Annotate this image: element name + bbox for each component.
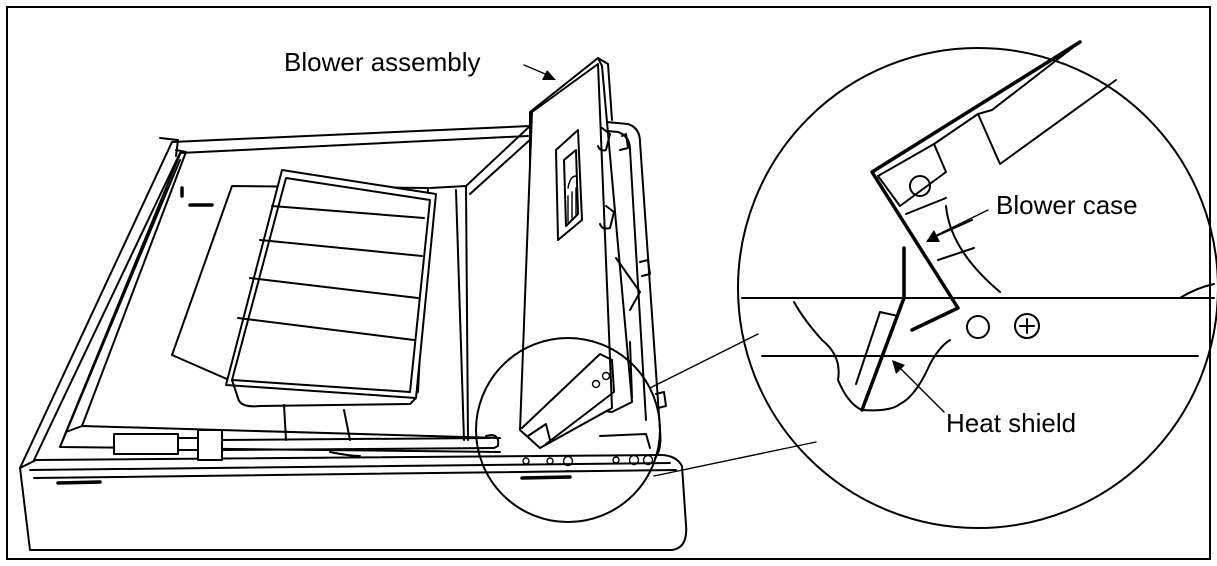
motor-rod — [113, 429, 500, 461]
zoom-detail — [737, 40, 1217, 529]
zoom-connector-lower — [653, 441, 817, 477]
zoom-circle — [737, 47, 1217, 529]
label-blower-assembly: Blower assembly — [284, 47, 481, 77]
filter-panel — [171, 169, 437, 441]
blower-assembly-part — [519, 57, 667, 449]
leader-blower-case — [926, 209, 989, 242]
leader-blower-assembly — [523, 64, 556, 80]
label-heat-shield: Heat shield — [946, 408, 1076, 438]
screw-row — [522, 433, 654, 467]
leader-heat-shield — [892, 360, 945, 413]
figure-border — [6, 6, 1211, 560]
label-blower-case: Blower case — [996, 190, 1138, 220]
zoom-connector-upper — [649, 333, 759, 389]
detail-marker-circle — [475, 337, 661, 523]
